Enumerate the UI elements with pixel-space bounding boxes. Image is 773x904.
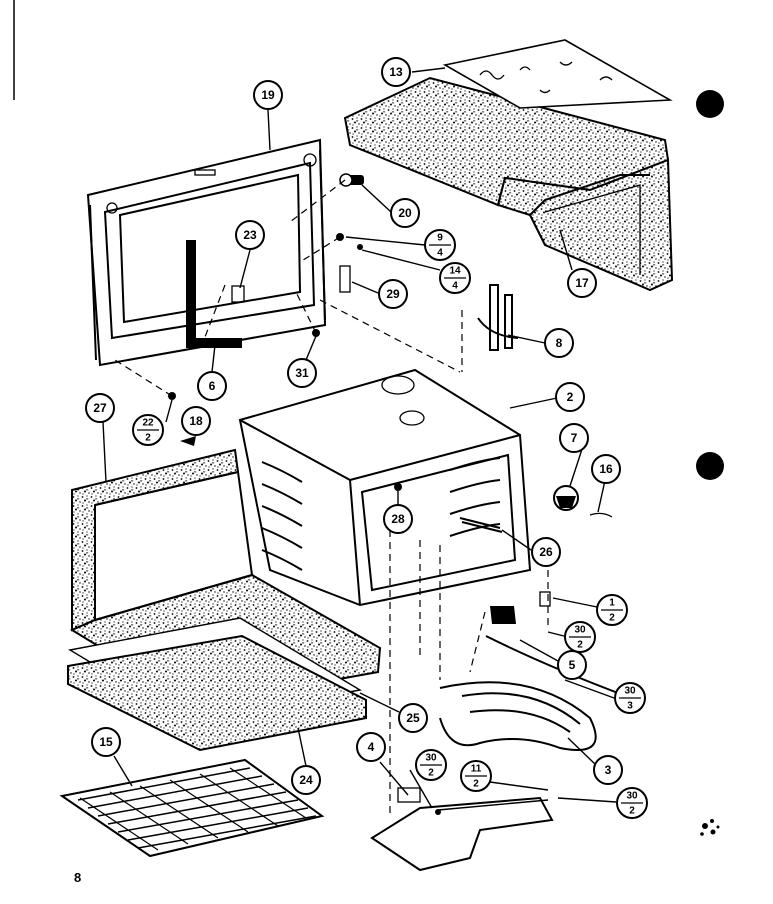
svg-text:2: 2: [473, 779, 479, 790]
leader-lines: [102, 67, 617, 811]
callout-26: 26: [531, 537, 561, 567]
callout-13: 13: [381, 57, 411, 87]
svg-text:19: 19: [261, 88, 275, 102]
callout-19: 19: [253, 80, 283, 110]
svg-text:13: 13: [389, 65, 403, 79]
svg-text:2: 2: [609, 613, 615, 624]
spacer-29: [339, 265, 351, 293]
svg-text:2: 2: [428, 768, 434, 779]
svg-text:25: 25: [406, 711, 420, 725]
svg-text:9: 9: [437, 233, 443, 244]
hinge-8: [477, 284, 519, 351]
svg-text:30: 30: [574, 625, 586, 636]
callout-24: 24: [291, 765, 321, 795]
svg-text:29: 29: [386, 287, 400, 301]
registration-dot-bottom: [696, 452, 724, 480]
callout-8: 8: [544, 328, 574, 358]
svg-text:16: 16: [599, 462, 613, 476]
callout-15: 15: [91, 727, 121, 757]
svg-text:2: 2: [145, 433, 151, 444]
callout-5: 5: [557, 650, 587, 680]
svg-text:14: 14: [449, 266, 461, 277]
callout-9-4: 9 4: [424, 229, 456, 261]
svg-text:30: 30: [626, 791, 638, 802]
svg-text:4: 4: [437, 248, 443, 259]
callout-22-2: 22 2: [132, 414, 164, 446]
callout-30-2-mid: 30 2: [415, 749, 447, 781]
screw-20: [339, 173, 364, 187]
paper-sheet-13: [442, 39, 673, 109]
svg-text:4: 4: [368, 740, 375, 754]
door-frame-19: [86, 138, 327, 367]
callout-31: 31: [287, 358, 317, 388]
callout-17: 17: [567, 268, 597, 298]
bottom-insulation-24: [67, 634, 367, 752]
callout-30-2-top: 30 2: [564, 621, 596, 653]
svg-text:5: 5: [569, 658, 576, 672]
callout-20: 20: [390, 198, 420, 228]
svg-text:2: 2: [567, 390, 574, 404]
callout-11-2: 11 2: [460, 760, 492, 792]
registration-dot-top: [696, 90, 724, 118]
top-insulation-17: [343, 76, 674, 292]
callout-7: 7: [559, 423, 589, 453]
svg-text:11: 11: [471, 764, 482, 775]
trim-26: [459, 517, 503, 533]
svg-text:23: 23: [243, 228, 257, 242]
clip-18: [180, 436, 196, 446]
svg-text:6: 6: [209, 379, 216, 393]
wire-16: [589, 512, 613, 518]
page-number: 8: [74, 870, 82, 885]
callout-30-3: 30 3: [614, 682, 646, 714]
svg-text:17: 17: [575, 276, 589, 290]
bake-element-3: [439, 681, 597, 751]
callout-18: 18: [181, 406, 211, 436]
svg-text:30: 30: [624, 686, 636, 697]
callout-16: 16: [591, 454, 621, 484]
svg-text:2: 2: [577, 640, 583, 651]
oven-cavity-2: [238, 368, 532, 607]
svg-text:3: 3: [605, 763, 612, 777]
bracket-23: [231, 285, 245, 303]
svg-text:1: 1: [609, 598, 615, 609]
svg-text:18: 18: [189, 414, 203, 428]
svg-text:30: 30: [425, 753, 437, 764]
bottom-pan-4: [370, 787, 554, 872]
svg-text:2: 2: [629, 806, 635, 817]
svg-text:26: 26: [539, 545, 553, 559]
callout-29: 29: [378, 279, 408, 309]
callout-6: 6: [197, 371, 227, 401]
callout-30-2-bottom: 30 2: [616, 787, 648, 819]
callout-27: 27: [85, 393, 115, 423]
callout-1-2: 1 2: [596, 594, 628, 626]
oven-rack-15: [59, 758, 325, 858]
bolt-14-4: [357, 244, 363, 250]
callout-14-4: 14 4: [439, 262, 471, 294]
svg-text:27: 27: [93, 401, 107, 415]
assembly-dashes: [114, 179, 549, 815]
callout-2: 2: [555, 382, 585, 412]
svg-text:24: 24: [299, 773, 313, 787]
ink-smudge: [700, 819, 720, 836]
svg-text:20: 20: [398, 206, 412, 220]
callout-25: 25: [398, 703, 428, 733]
callout-23: 23: [235, 220, 265, 250]
svg-text:3: 3: [627, 701, 633, 712]
callout-4: 4: [356, 732, 386, 762]
callout-3: 3: [593, 755, 623, 785]
svg-text:8: 8: [556, 336, 563, 350]
svg-text:28: 28: [391, 512, 405, 526]
svg-text:22: 22: [142, 418, 154, 429]
lamp-7: [553, 485, 579, 511]
callout-28: 28: [383, 504, 413, 534]
svg-text:7: 7: [571, 431, 578, 445]
svg-text:4: 4: [452, 281, 458, 292]
svg-text:15: 15: [99, 735, 113, 749]
gasket-bar-6: [186, 240, 242, 348]
svg-text:31: 31: [295, 366, 309, 380]
broil-element-5: [485, 591, 627, 697]
